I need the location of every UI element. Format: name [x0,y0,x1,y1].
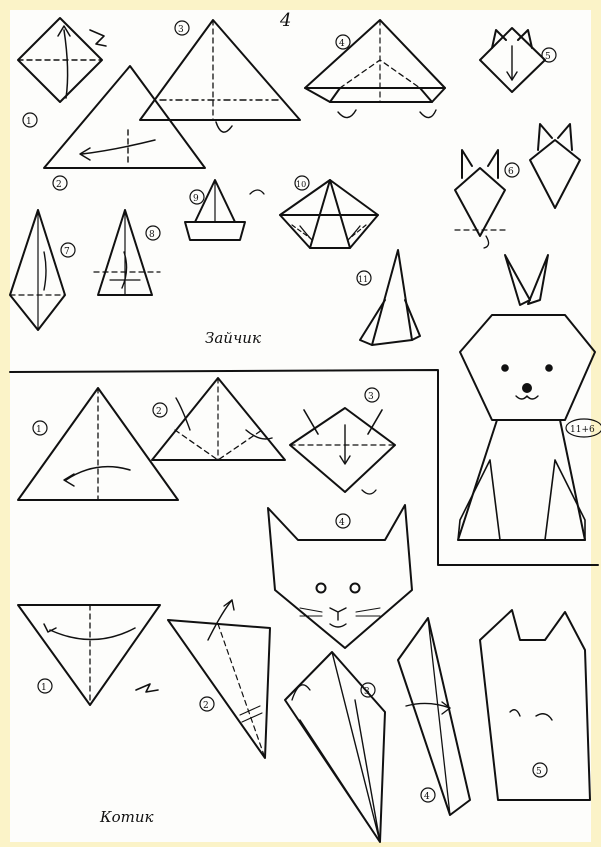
kitten-step-5-label: 5 [536,767,542,777]
rabbit-step-9-label: 9 [193,194,199,204]
rabbit-final-badge: 11+6 [570,425,595,435]
rabbit-step-6-label: 6 [508,167,514,177]
kitten-step-3-label: 3 [364,687,370,697]
cat-step-1: 1 [18,388,178,500]
kitten-step-4-label: 4 [424,792,430,802]
rabbit-step-6: 6 [455,124,580,248]
rabbit-step-2: 2 [44,66,205,190]
kitten-step-4: 4 [398,618,470,815]
kitten-step-3: 3 [285,652,385,842]
rabbit-caption: Зайчик [205,329,261,347]
rabbit-step-10-label: 10 [296,180,306,189]
rabbit-final: 11+6 [458,255,601,540]
cat-step-3-label: 3 [368,392,374,402]
rabbit-step-11-label: 11 [358,275,368,284]
cat-step-2: 2 [152,378,285,460]
kitten-step-2-label: 2 [203,701,209,711]
cat-step-4: 4 [268,505,412,648]
rabbit-step-3-label: 3 [178,25,184,35]
rabbit-step-5: 5 [480,28,556,92]
cat-step-2-label: 2 [156,407,162,417]
rabbit-step-1-label: 1 [26,117,32,127]
kitten-caption: Котик [99,808,154,826]
kitten-step-1: 1 [18,605,160,705]
kitten-step-1-label: 1 [41,683,47,693]
cat-step-1-label: 1 [36,425,42,435]
rabbit-step-9: 9 [185,180,264,240]
rabbit-step-4: 4 [305,20,445,118]
rabbit-step-7-label: 7 [64,247,70,257]
rabbit-step-2-label: 2 [56,180,62,190]
rabbit-step-5-label: 5 [545,52,551,62]
rabbit-step-1: 1 [18,18,102,127]
rabbit-step-11: 11 [357,250,420,345]
cat-step-4-label: 4 [339,518,345,528]
rabbit-step-3: 3 [140,20,300,132]
rabbit-step-8-label: 8 [149,230,155,240]
rabbit-step-4-label: 4 [339,39,345,49]
kitten-step-5: 5 [480,610,590,800]
rabbit-step-8: 8 [94,210,160,295]
page-number: 4 [279,10,291,31]
arrow-next-icon [136,684,158,692]
arrow-next-icon [90,30,106,46]
kitten-step-2: 2 [168,600,270,758]
rabbit-step-10: 10 [280,176,378,248]
rabbit-step-7: 7 [10,210,75,330]
cat-step-3: 3 [290,388,395,494]
